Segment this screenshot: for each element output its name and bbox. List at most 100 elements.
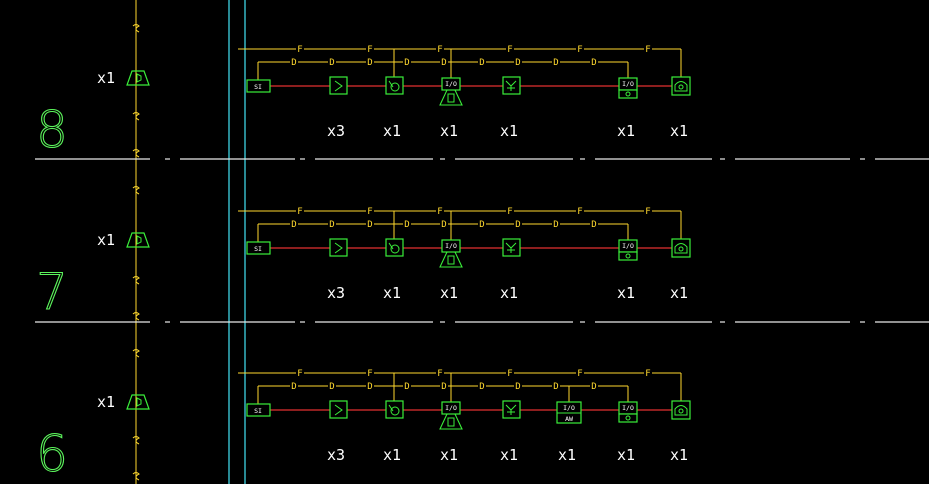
fire-tag: F: [437, 369, 442, 379]
io-label: I/O: [622, 242, 634, 250]
detector-tag: D: [441, 220, 446, 230]
speaker-quantity: x1: [97, 69, 115, 87]
detector-tag-bg: [514, 57, 522, 66]
heat-detector-icon: [385, 238, 404, 257]
detector-tag: D: [515, 220, 520, 230]
fire-tag: F: [367, 207, 372, 217]
device-quantity: x1: [617, 446, 635, 464]
detector-tag-bg: [403, 219, 411, 228]
riser-break-mark: [132, 149, 140, 158]
riser-break-mark: [132, 276, 140, 285]
io-label: I/O: [445, 80, 457, 88]
heat-detector-icon: [388, 80, 394, 88]
device-quantity: x1: [440, 122, 458, 140]
detector-tag-bg: [440, 381, 448, 390]
fire-tag-bg: [506, 44, 514, 53]
detector-tag-bg: [328, 219, 336, 228]
detector-tag: D: [291, 382, 296, 392]
fire-tag-bg: [296, 368, 304, 377]
speaker-quantity: x1: [97, 231, 115, 249]
io-label: I/O: [622, 80, 634, 88]
device-quantity: x1: [500, 284, 518, 302]
detector-tag-bg: [290, 381, 298, 390]
detector-tag: D: [291, 58, 296, 68]
fire-tag: F: [437, 45, 442, 55]
fire-tag-bg: [366, 44, 374, 53]
detector-tag-bg: [514, 219, 522, 228]
fire-tag: F: [645, 45, 650, 55]
io-label: I/O: [445, 404, 457, 412]
telephone-icon: [674, 405, 688, 416]
speaker-icon: [126, 70, 150, 86]
detector-tag: D: [553, 220, 558, 230]
riser-break-mark: [132, 186, 140, 195]
telephone-icon: [678, 408, 684, 414]
io-sub-label: AW: [565, 415, 573, 423]
detector-tag: D: [404, 382, 409, 392]
riser-break-mark: [132, 436, 140, 445]
heat-detector-icon: [390, 406, 400, 416]
floor-number: 8: [36, 101, 68, 159]
device-quantity: x1: [670, 122, 688, 140]
detector-tag: D: [553, 382, 558, 392]
si-label: SI: [254, 407, 262, 415]
detector-tag: D: [329, 58, 334, 68]
detector-tag: D: [367, 382, 372, 392]
detector-tag-bg: [366, 219, 374, 228]
telephone-icon: [674, 81, 688, 92]
input-output-module-icon: [618, 413, 638, 423]
input-output-module-icon: [618, 89, 638, 99]
telephone-icon: [678, 84, 684, 90]
detector-tag-bg: [328, 57, 336, 66]
fire-tag-bg: [366, 206, 374, 215]
fire-tag: F: [645, 207, 650, 217]
speaker-icon: [136, 73, 142, 83]
fire-tag: F: [577, 45, 582, 55]
io-label: I/O: [622, 404, 634, 412]
detector-tag-bg: [552, 57, 560, 66]
detector-tag: D: [441, 382, 446, 392]
detector-tag: D: [329, 382, 334, 392]
device-quantity: x3: [327, 122, 345, 140]
fire-tag-bg: [506, 368, 514, 377]
device-quantity: x1: [383, 122, 401, 140]
input-output-module-icon: [439, 413, 463, 430]
fire-tag-bg: [296, 44, 304, 53]
detector-tag-bg: [290, 57, 298, 66]
telephone-icon: [678, 246, 684, 252]
fire-tag-bg: [576, 368, 584, 377]
heat-detector-icon: [388, 242, 394, 250]
detector-tag-bg: [478, 57, 486, 66]
riser-break-mark: [132, 24, 140, 33]
riser-break-mark: [132, 349, 140, 358]
fire-tag: F: [507, 369, 512, 379]
fire-tag-bg: [436, 44, 444, 53]
si-box: [246, 403, 271, 417]
detector-tag: D: [591, 220, 596, 230]
fire-tag: F: [367, 369, 372, 379]
heat-detector-icon: [388, 404, 394, 412]
fire-tag: F: [297, 369, 302, 379]
detector-tag: D: [553, 58, 558, 68]
detector-tag-bg: [366, 57, 374, 66]
smoke-detector-icon: [329, 76, 348, 95]
heat-detector-icon: [385, 76, 404, 95]
detector-tag: D: [367, 220, 372, 230]
io-label: I/O: [445, 242, 457, 250]
detector-tag-bg: [403, 381, 411, 390]
device-quantity: x1: [440, 446, 458, 464]
input-output-module-icon: [439, 251, 463, 268]
detector-tag: D: [367, 58, 372, 68]
riser-break-mark: [132, 312, 140, 321]
speaker-icon: [136, 397, 142, 407]
heat-detector-icon: [385, 400, 404, 419]
fire-tag-bg: [436, 206, 444, 215]
speaker-icon: [136, 235, 142, 245]
fire-tag: F: [645, 369, 650, 379]
detector-tag: D: [291, 220, 296, 230]
detector-tag-bg: [590, 381, 598, 390]
device-quantity: x1: [670, 446, 688, 464]
riser-break-mark: [132, 112, 140, 121]
